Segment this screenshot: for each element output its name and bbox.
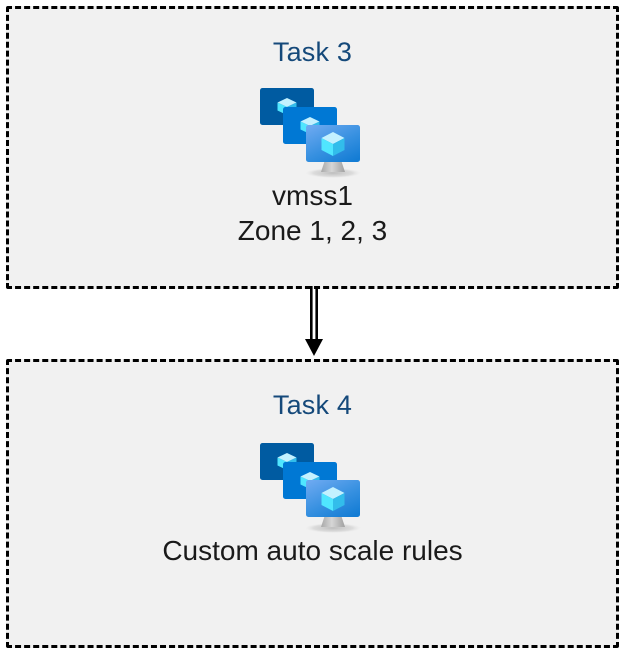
monitor-stand-icon <box>304 515 361 533</box>
task-3-caption-line-2: Zone 1, 2, 3 <box>237 215 388 246</box>
front-monitor-cube-icon <box>321 487 344 511</box>
front-monitor-cube-icon <box>321 132 344 156</box>
task-box-task-3[interactable]: Task 3 <box>6 6 619 289</box>
double-line-down-arrow-icon <box>305 286 323 356</box>
task-3-caption: vmss1 Zone 1, 2, 3 <box>238 178 387 248</box>
task-3-heading: Task 3 <box>272 37 353 67</box>
task-4-heading: Task 4 <box>272 390 353 420</box>
azure-virtual-machine-scale-set-icon <box>259 443 361 533</box>
front-monitor-icon <box>305 125 360 162</box>
task-box-task-4[interactable]: Task 4 <box>6 359 619 648</box>
task-4-caption-line-1: Custom auto scale rules <box>162 535 463 566</box>
front-monitor-icon <box>305 480 360 517</box>
connector-arrow-task3-to-task4 <box>305 286 323 356</box>
task-4-caption: Custom auto scale rules <box>162 533 462 568</box>
azure-virtual-machine-scale-set-icon <box>259 88 361 178</box>
monitor-stand-icon <box>304 160 361 178</box>
task-3-caption-line-1: vmss1 <box>272 180 353 211</box>
